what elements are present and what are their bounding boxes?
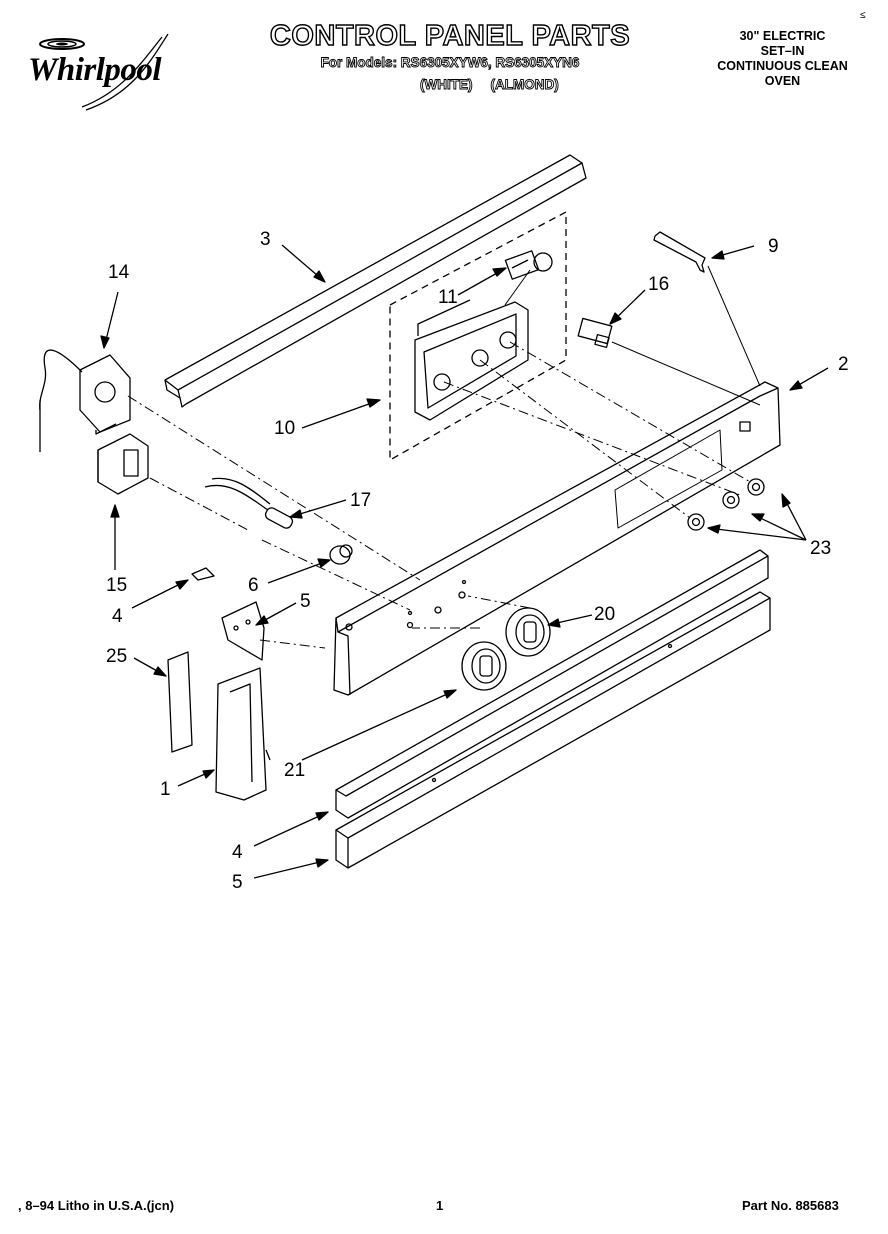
page-number: 1 xyxy=(436,1198,444,1213)
callout-9: 9 xyxy=(768,236,779,257)
callout-15: 15 xyxy=(106,575,127,596)
print-info: , 8–94 Litho in U.S.A.(jcn) xyxy=(18,1198,175,1213)
part-25-side-trim xyxy=(167,651,193,753)
callout-7: 5 xyxy=(300,591,311,612)
callout-3: 3 xyxy=(260,229,271,250)
part-14-thermostat xyxy=(39,349,131,452)
callout-5: 5 xyxy=(232,872,243,893)
part-15-switch xyxy=(97,433,149,495)
callout-20: 20 xyxy=(594,604,615,625)
part-7-bracket xyxy=(221,601,265,661)
part-16-harness xyxy=(204,477,294,529)
callout-2: 2 xyxy=(838,354,849,375)
assembly-outline xyxy=(389,211,567,461)
part-20-knob xyxy=(505,607,551,657)
callout-1: 1 xyxy=(160,779,171,800)
callout-23: 23 xyxy=(810,538,831,559)
part-17-terminal xyxy=(577,317,613,349)
part-11-switch xyxy=(504,250,553,280)
color-almond: (ALMOND) xyxy=(490,77,559,93)
callout-25: 25 xyxy=(106,646,127,667)
leader-arrows xyxy=(100,244,829,879)
callout-21: 21 xyxy=(284,760,305,781)
part-10-bracket xyxy=(414,299,529,421)
oven-desc-line-1: 30" ELECTRIC xyxy=(739,29,826,43)
oven-desc-line-4: OVEN xyxy=(764,74,801,88)
page-title: CONTROL PANEL PARTS xyxy=(269,19,631,52)
callout-17: 16 xyxy=(648,274,669,295)
part-5-bottom-trim xyxy=(335,591,771,869)
color-variants: (WHITE) (ALMOND) xyxy=(420,77,577,93)
alignment-lines xyxy=(127,341,753,649)
corner-mark: ≤ xyxy=(860,10,866,21)
part-3-top-trim xyxy=(164,154,587,408)
oven-description: 30" ELECTRIC SET–IN CONTINUOUS CLEAN OVE… xyxy=(700,29,865,89)
callout-14: 14 xyxy=(108,262,130,283)
part-23-nuts xyxy=(687,478,765,531)
solid-guide-lines xyxy=(504,265,761,406)
part-2-control-panel xyxy=(333,381,781,696)
part-number: Part No. 885683 xyxy=(742,1198,839,1213)
part-4-lower-trim xyxy=(335,549,769,819)
brand-name: Whirlpool xyxy=(28,52,162,88)
callout-10: 10 xyxy=(274,418,295,439)
part-8-clip xyxy=(191,567,215,581)
callout-8: 4 xyxy=(112,606,123,627)
oven-desc-line-2: SET–IN xyxy=(760,44,805,58)
part-6-insert xyxy=(329,544,353,565)
oven-desc-line-3: CONTINUOUS CLEAN xyxy=(717,59,848,73)
callout-labels: 3 14 11 10 9 16 2 17 15 6 5 4 20 25 1 21… xyxy=(106,229,849,893)
whirlpool-logo: Whirlpool xyxy=(22,32,197,112)
callout-16: 17 xyxy=(350,490,371,511)
part-1-end-cap xyxy=(215,667,271,801)
callout-11: 11 xyxy=(438,287,458,308)
callout-4-label: 4 xyxy=(232,842,243,863)
logo-swoosh-icon xyxy=(39,33,169,111)
models-line: For Models: RS6305XYW6, RS6305XYN6 xyxy=(320,55,580,71)
callout-6: 6 xyxy=(248,575,259,596)
part-9-bracket xyxy=(653,231,706,273)
part-21-knob xyxy=(461,641,507,691)
color-white: (WHITE) xyxy=(420,77,473,93)
